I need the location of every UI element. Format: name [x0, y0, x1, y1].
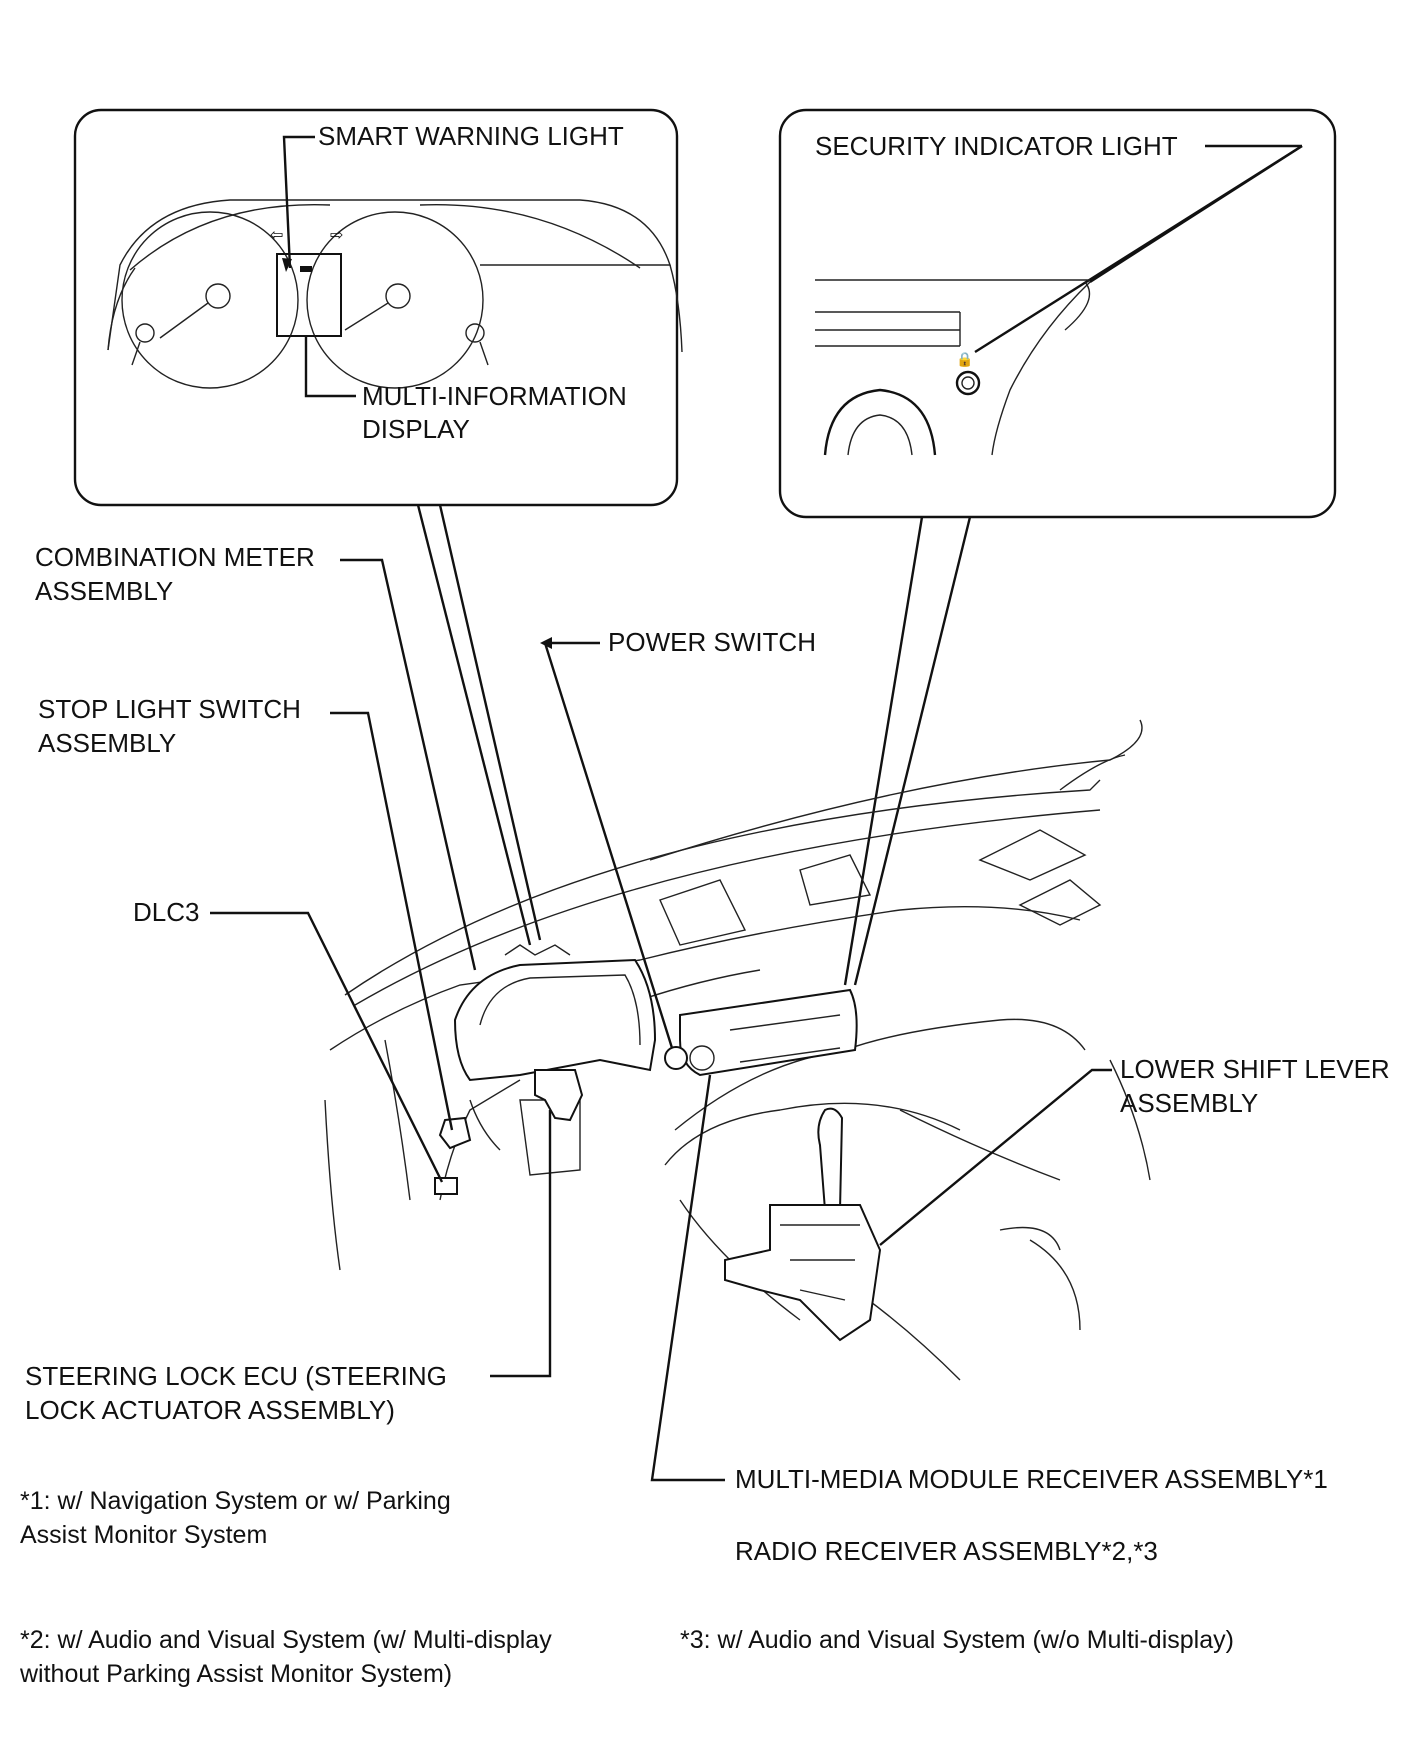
dlc3-label: DLC3: [133, 897, 199, 927]
dlc3-connector-part: [434, 1177, 458, 1195]
callout-leaders: [416, 504, 972, 986]
security-indicator-callout: SECURITY INDICATOR LIGHT 🔒: [778, 108, 1337, 519]
meter-outline: [107, 199, 671, 351]
smart-warning-light-label: SMART WARNING LIGHT: [318, 121, 624, 151]
stop-light-switch-label-group: STOP LIGHT SWITCH ASSEMBLY: [38, 694, 454, 1131]
footnote-1-line2: Assist Monitor System: [20, 1521, 267, 1549]
lower-shift-lever-label-line2: ASSEMBLY: [1120, 1088, 1258, 1118]
lower-shift-lever-label-group: LOWER SHIFT LEVER ASSEMBLY: [879, 1054, 1390, 1246]
security-indicator-light: [955, 370, 981, 396]
multi-media-module-receiver: [664, 988, 858, 1077]
smart-warning-light-icon: [300, 266, 312, 272]
steering-lock-ecu-label-line2: LOCK ACTUATOR ASSEMBLY): [25, 1395, 395, 1425]
steering-lock-ecu-label-group: STEERING LOCK ECU (STEERING LOCK ACTUATO…: [25, 1110, 552, 1425]
combination-meter-label-line1: COMBINATION METER: [35, 542, 315, 572]
footnote-2-line1: *2: w/ Audio and Visual System (w/ Multi…: [20, 1626, 552, 1654]
turn-left-arrow-icon: ⇦: [270, 227, 283, 244]
multimedia-receiver-label-group: MULTI-MEDIA MODULE RECEIVER ASSEMBLY*1 R…: [650, 1074, 1328, 1566]
combination-meter-label-group: COMBINATION METER ASSEMBLY: [35, 542, 477, 971]
footnote-2-line2: without Parking Assist Monitor System): [19, 1660, 452, 1688]
steering-lock-ecu-label-line1: STEERING LOCK ECU (STEERING: [25, 1361, 447, 1391]
power-switch-part: [664, 1046, 688, 1070]
speedometer-gauge: [121, 211, 299, 389]
combination-meter-callout: ⇦ ⇨ SMART WARNING LIGHT MULTI-INFORMATIO…: [73, 108, 683, 507]
multi-info-display-label-line1: MULTI-INFORMATION: [362, 381, 627, 411]
audio-knob: [823, 388, 937, 456]
stop-light-switch-label-line2: ASSEMBLY: [38, 728, 176, 758]
multimedia-receiver-label: MULTI-MEDIA MODULE RECEIVER ASSEMBLY*1: [735, 1464, 1328, 1494]
dlc3-label-group: DLC3: [133, 897, 444, 1183]
security-indicator-icon: 🔒: [956, 351, 973, 368]
security-indicator-light-label: SECURITY INDICATOR LIGHT: [815, 131, 1178, 161]
lower-shift-lever-label-line1: LOWER SHIFT LEVER: [1120, 1054, 1390, 1084]
combination-meter-label-line2: ASSEMBLY: [35, 576, 173, 606]
stop-light-switch-label-line1: STOP LIGHT SWITCH: [38, 694, 301, 724]
multi-info-display-label-line2: DISPLAY: [362, 414, 470, 444]
meter-knob-right: [465, 323, 485, 343]
radio-receiver-label: RADIO RECEIVER ASSEMBLY*2,*3: [735, 1536, 1158, 1566]
tachometer-gauge: [306, 211, 484, 389]
lower-shift-lever-part: [724, 1107, 882, 1342]
power-switch-label: POWER SWITCH: [608, 627, 816, 657]
footnotes: *1: w/ Navigation System or w/ Parking A…: [19, 1487, 1234, 1688]
combination-meter-assembly: [453, 944, 657, 1082]
power-switch-label-group: POWER SWITCH: [540, 627, 816, 1049]
callout-box-left: [73, 108, 679, 507]
meter-knob-left: [135, 323, 155, 343]
footnote-3: *3: w/ Audio and Visual System (w/o Mult…: [680, 1626, 1234, 1654]
callout-box-right: [778, 108, 1337, 519]
footnote-1-line1: *1: w/ Navigation System or w/ Parking: [20, 1487, 451, 1515]
turn-right-arrow-icon: ⇨: [330, 227, 343, 244]
steering-lock-ecu-part: [534, 1069, 584, 1122]
dashboard-drawing: [324, 719, 1151, 1381]
multi-information-display: [276, 253, 342, 337]
stop-light-switch-part: [438, 1116, 472, 1150]
